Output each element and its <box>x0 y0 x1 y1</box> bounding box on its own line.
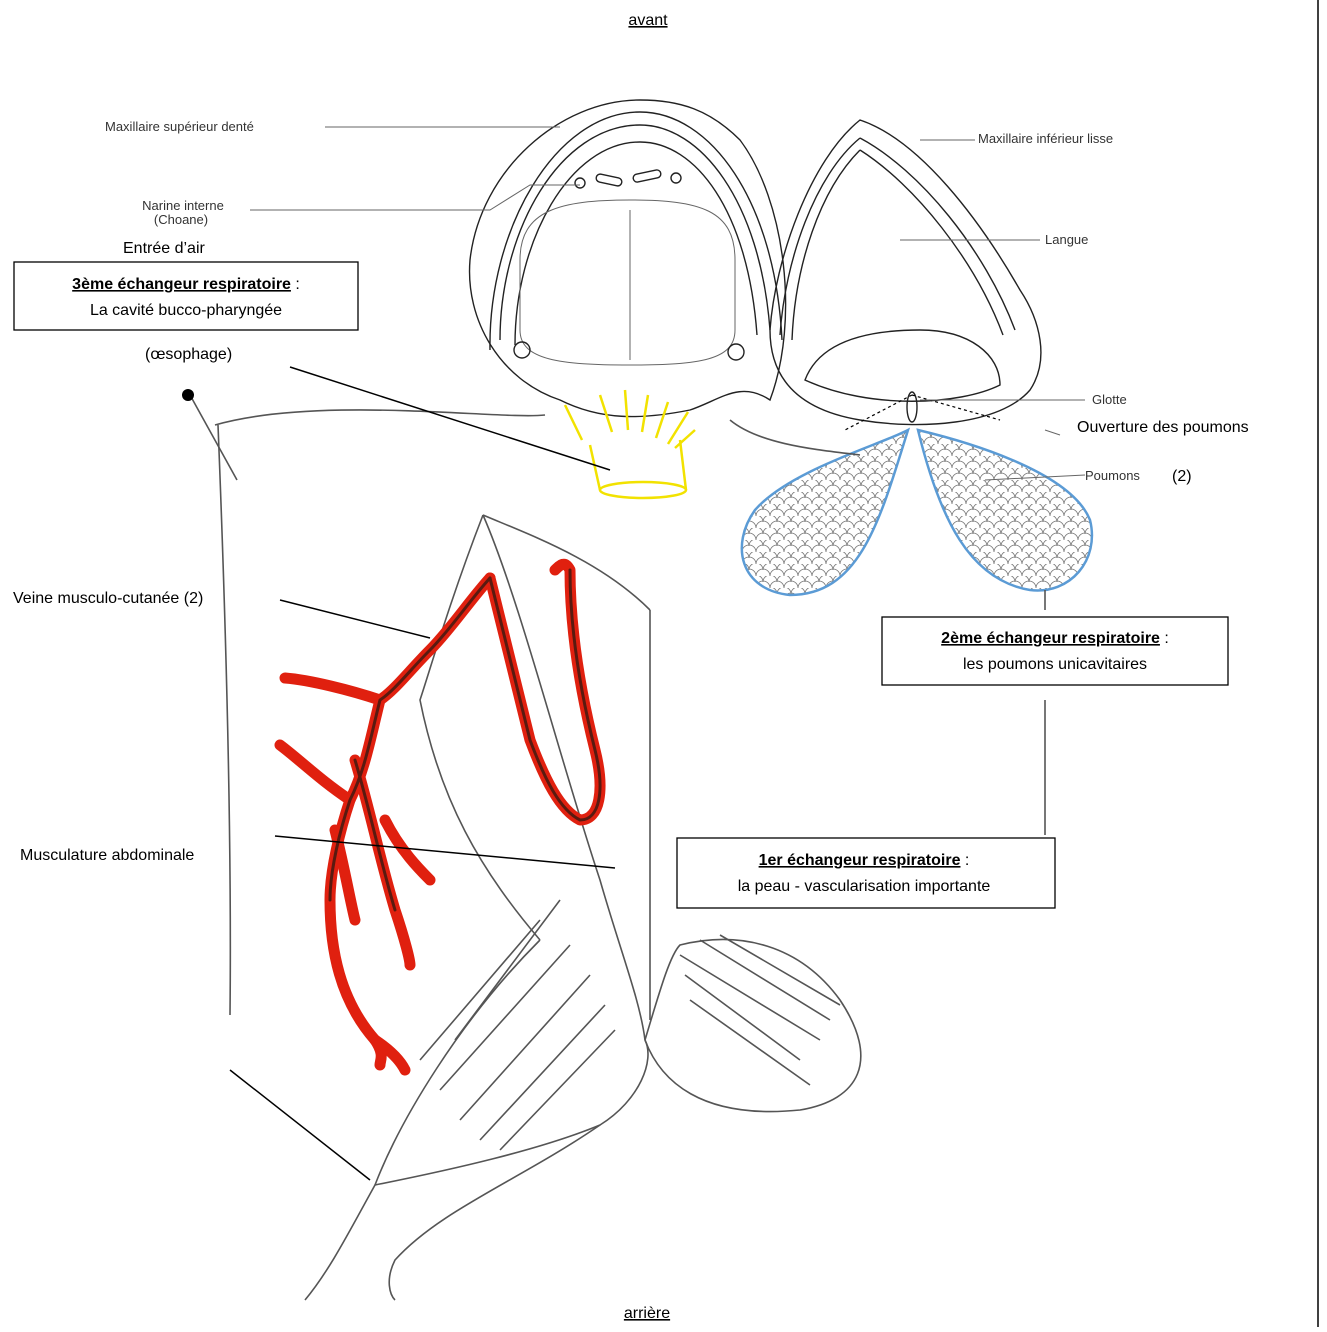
exchanger-3-title: 3ème échangeur respiratoire <box>72 276 291 293</box>
exchanger-1-text: la peau - vascularisation importante <box>738 878 991 895</box>
svg-text:3ème échangeur respiratoire :: 3ème échangeur respiratoire : <box>72 276 300 293</box>
vein-label: Veine musculo-cutanée (2) <box>13 590 203 607</box>
front-label: avant <box>628 12 668 29</box>
exchanger-box-2: 2ème échangeur respiratoire : les poumon… <box>882 617 1228 685</box>
back-label: arrière <box>624 1305 670 1322</box>
lung-opening-label: Ouverture des poumons <box>1077 419 1249 436</box>
exchanger-box-3: 3ème échangeur respiratoire : La cavité … <box>14 262 358 330</box>
exchanger-3-text: La cavité bucco-pharyngée <box>90 302 282 319</box>
oesophagus-label: (œsophage) <box>145 346 232 363</box>
air-entry-label: Entrée d’air <box>123 240 205 257</box>
exchanger-1-title: 1er échangeur respiratoire <box>759 852 961 869</box>
lower-jaw-label: Maxillaire inférieur lisse <box>978 131 1113 146</box>
exchanger-2-title: 2ème échangeur respiratoire <box>941 630 1160 647</box>
pin-dot <box>182 389 194 401</box>
lungs-label: Poumons <box>1085 468 1140 483</box>
upper-jaw-label: Maxillaire supérieur denté <box>105 119 254 134</box>
choane-label: (Choane) <box>154 212 208 227</box>
oesophagus-drawing <box>565 390 695 498</box>
upper-jaw-drawing <box>470 100 786 417</box>
exchanger-box-1: 1er échangeur respiratoire : la peau - v… <box>677 838 1055 908</box>
lungs-count-label: (2) <box>1172 468 1192 485</box>
lower-jaw-drawing <box>770 120 1041 425</box>
lungs-drawing <box>742 430 1092 595</box>
exchanger-2-text: les poumons unicavitaires <box>963 656 1147 673</box>
glottis-label: Glotte <box>1092 392 1127 407</box>
glottis-drawing <box>907 392 917 422</box>
nostril-label: Narine interne <box>142 198 224 213</box>
vein-drawing <box>280 564 600 1070</box>
tongue-label: Langue <box>1045 232 1088 247</box>
svg-text:1er échangeur respiratoire :: 1er échangeur respiratoire : <box>759 852 970 869</box>
svg-text:2ème échangeur respiratoire :: 2ème échangeur respiratoire : <box>941 630 1169 647</box>
muscles-label: Musculature abdominale <box>20 847 194 864</box>
